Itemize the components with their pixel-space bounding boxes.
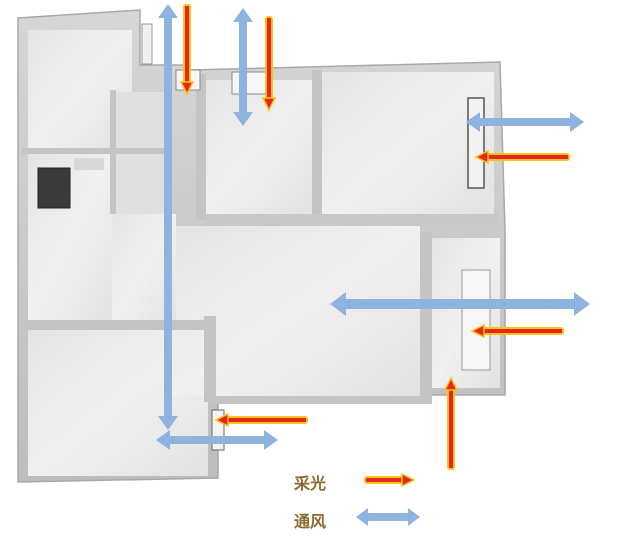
room-top-middle (202, 80, 312, 216)
room-small-left (112, 92, 164, 150)
wall-v3 (312, 70, 322, 220)
wall-h3 (22, 320, 212, 330)
wind-arrow-horizontal-top (466, 112, 584, 132)
room-small-lower (112, 150, 164, 214)
light-arrow-vertical-3 (443, 376, 459, 470)
light-arrow-horizontal-3 (214, 412, 308, 428)
window-right-top (467, 97, 485, 189)
light-arrow-horizontal-1 (474, 149, 570, 165)
legend-light-icon (364, 472, 416, 488)
wall-v4 (204, 316, 216, 402)
window-top-left-side (141, 23, 153, 65)
wind-arrows (156, 4, 590, 450)
wall-h4 (210, 396, 432, 404)
light-arrows (179, 4, 570, 470)
wall-h2 (22, 148, 164, 154)
light-arrow-vertical-1 (179, 4, 195, 96)
floor-plan (17, 9, 506, 483)
wind-arrow-vertical-short (233, 8, 253, 126)
window-top-middle (231, 71, 267, 95)
wall-h1 (206, 214, 498, 226)
wall-v5 (420, 232, 432, 398)
light-arrow-horizontal-2 (470, 323, 564, 339)
legend-wind-label: 通风 (294, 512, 327, 531)
wind-arrow-horizontal-bottom (156, 430, 278, 450)
window-right-balcony (461, 269, 491, 371)
light-arrow-vertical-2 (261, 16, 277, 112)
wind-arrow-horizontal-middle (330, 292, 590, 316)
legend-light-label: 采光 (294, 474, 327, 493)
room-top-right (320, 72, 494, 220)
wind-arrow-vertical-long (158, 4, 178, 430)
legend-wind-icon (356, 508, 420, 526)
counter-top (74, 158, 104, 170)
wall-v2 (196, 74, 206, 220)
appliance-oven (37, 167, 71, 209)
